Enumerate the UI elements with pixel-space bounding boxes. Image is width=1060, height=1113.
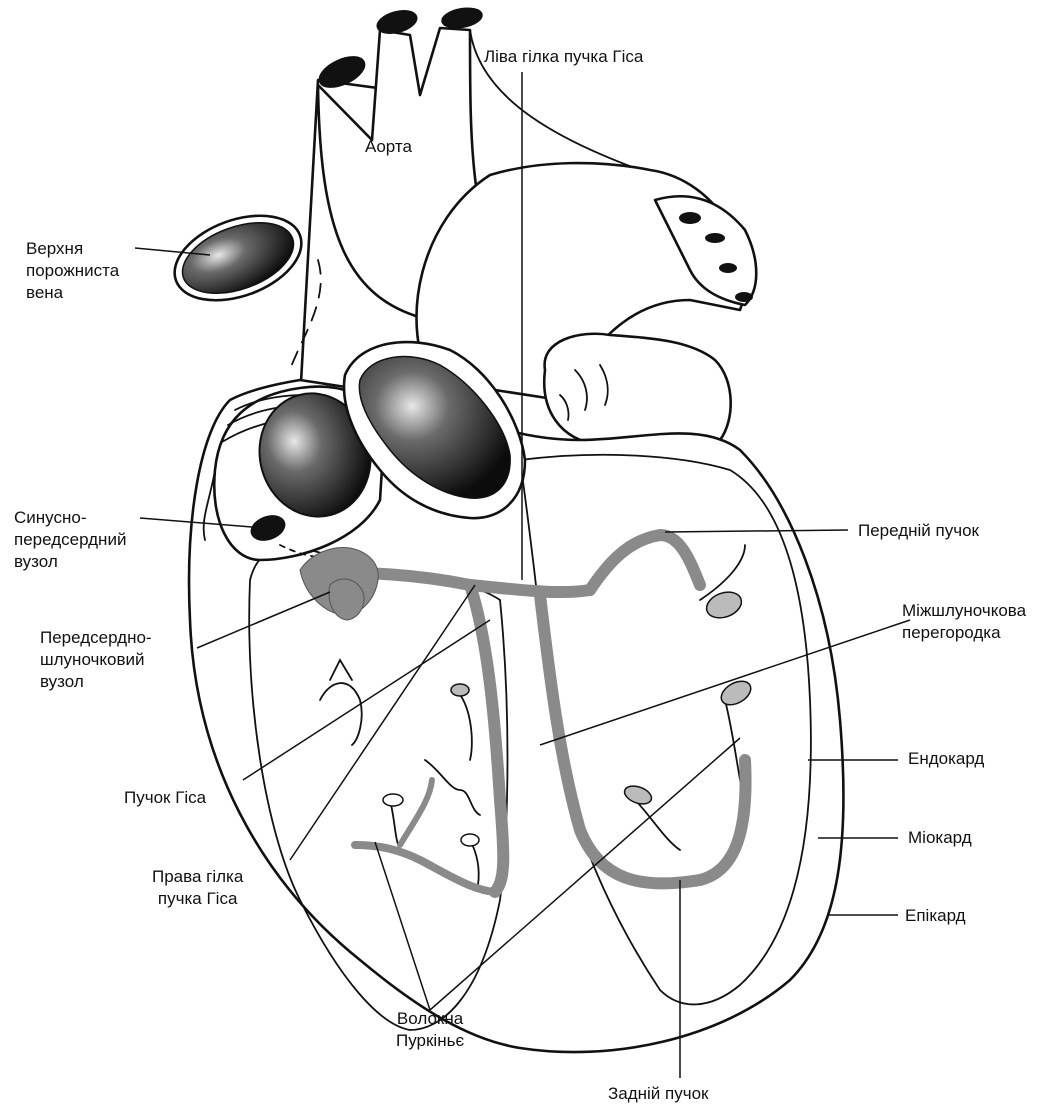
label-septum-line-1: Міжшлуночкова [902,600,1026,622]
label-purkinje-line-1: Волокна [396,1008,464,1030]
label-right-bundle-branch: Права гілка пучка Гіса [152,866,243,910]
label-rbb-line-1: Права гілка [152,866,243,888]
label-av-node-line-2: шлуночковий [40,649,152,671]
label-svc-line-2: порожниста [26,260,119,282]
label-bundle-of-his: Пучок Гіса [124,787,206,809]
label-av-node-line-3: вузол [40,671,152,693]
label-anterior-fascicle: Передній пучок [858,520,979,542]
label-av-node: Передсердно- шлуночковий вузол [40,627,152,693]
label-septum-line-2: перегородка [902,622,1026,644]
label-myocardium: Міокард [908,827,972,849]
label-posterior-fascicle: Задній пучок [608,1083,708,1105]
label-epicardium: Епікард [905,905,966,927]
superior-vena-cava [163,200,313,317]
label-sa-node-line-3: вузол [14,551,126,573]
label-aorta: Аорта [365,136,412,158]
label-svc-line-3: вена [26,282,119,304]
label-sa-node-line-2: передсердний [14,529,126,551]
label-svc-line-1: Верхня [26,238,119,260]
label-left-bundle-branch: Ліва гілка пучка Гіса [484,46,643,68]
label-superior-vena-cava: Верхня порожниста вена [26,238,119,304]
label-rbb-line-2: пучка Гіса [152,888,243,910]
label-av-node-line-1: Передсердно- [40,627,152,649]
label-purkinje-fibers: Волокна Пуркіньє [396,1008,464,1052]
label-septum: Міжшлуночкова перегородка [902,600,1026,644]
label-sa-node-line-1: Синусно- [14,507,126,529]
label-sa-node: Синусно- передсердний вузол [14,507,126,573]
label-endocardium: Ендокард [908,748,984,770]
label-purkinje-line-2: Пуркіньє [396,1030,464,1052]
